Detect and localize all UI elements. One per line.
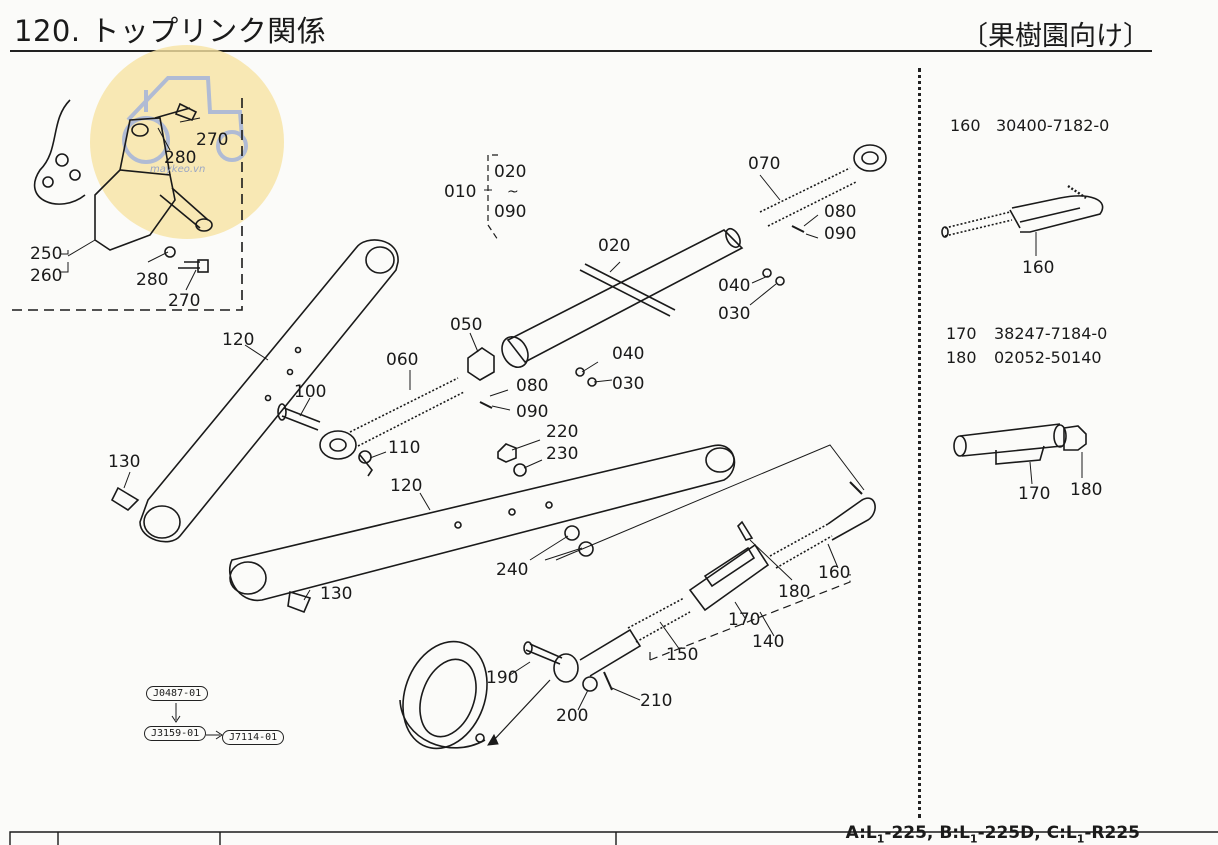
callout-040: 040: [718, 276, 751, 296]
top-link-thread-right: [759, 167, 857, 227]
callout-270: 270: [196, 130, 229, 150]
reference-box: J3159-01: [144, 726, 207, 741]
callout-160: 160: [818, 563, 851, 583]
callout-150: 150: [666, 645, 699, 665]
hitch-ring: [402, 640, 488, 750]
model-c-sub: 1: [1076, 832, 1085, 845]
callout-100: 100: [294, 382, 327, 402]
header-rule: [10, 50, 1152, 52]
callout-280: 280: [136, 270, 169, 290]
model-a-sub: 1: [876, 832, 885, 845]
callout-130: 130: [108, 452, 141, 472]
callout-280: 280: [164, 148, 197, 168]
part-180-number: 180: [946, 348, 977, 367]
model-b-sub: 1: [969, 832, 978, 845]
watermark-text: maykeo.vn: [150, 164, 206, 175]
part-160-number: 160: [950, 116, 981, 135]
callout-060: 060: [386, 350, 419, 370]
part-180-code: 02052-50140: [994, 348, 1102, 367]
callout-240: 240: [496, 560, 529, 580]
footer-table: [9, 831, 1218, 845]
callout-220: 220: [546, 422, 579, 442]
model-a-tail: -225,: [884, 823, 940, 843]
tractor-icon: [122, 76, 248, 164]
callout-090: 090: [516, 402, 549, 422]
part-170-drawing: [959, 423, 1063, 457]
model-a-prefix: A:L: [845, 823, 877, 843]
callout-200: 200: [556, 706, 589, 726]
model-c-tail: -R225: [1084, 823, 1140, 843]
callout-080: 080: [824, 202, 857, 222]
callout-030: 030: [612, 374, 645, 394]
bracket-plate: [94, 169, 176, 251]
page-subtitle: 〔果樹園向け〕: [961, 21, 1150, 52]
callout-030: 030: [718, 304, 751, 324]
callout-130: 130: [320, 584, 353, 604]
model-b-tail: -225D,: [977, 823, 1047, 843]
top-link-thread-left: [349, 377, 465, 447]
part-170-number: 170: [946, 324, 977, 343]
part-160-drawing: [944, 211, 1013, 237]
callout-090: 090: [494, 202, 527, 222]
turnbuckle-thread-upper: [769, 523, 833, 569]
part-170-code: 38247-7184-0: [994, 324, 1108, 343]
model-list: A:L1-225, B:L1-225D, C:L1-R225: [846, 823, 1140, 845]
callout-040: 040: [612, 344, 645, 364]
turnbuckle-thread-lower: [627, 597, 691, 643]
inset-dashed-border: [12, 95, 243, 311]
callout-190: 190: [486, 668, 519, 688]
callout-270: 270: [168, 291, 201, 311]
panel-divider: [918, 68, 921, 818]
callout-010: 010: [444, 182, 477, 202]
lower-link-left: [139, 239, 399, 543]
range-tilde: ~: [507, 184, 519, 200]
callout-260: 260: [30, 266, 63, 286]
callout-140: 140: [752, 632, 785, 652]
callout-210: 210: [640, 691, 673, 711]
lower-link-right: [228, 444, 736, 602]
callout-230: 230: [546, 444, 579, 464]
page-title: 120. トップリンク関係: [14, 14, 327, 48]
reference-box: J0487-01: [146, 686, 209, 701]
callout-250: 250: [30, 244, 63, 264]
model-b-prefix: B:L: [939, 823, 970, 843]
callout-180: 180: [1070, 480, 1103, 500]
callout-180: 180: [778, 582, 811, 602]
callout-120: 120: [222, 330, 255, 350]
callout-080: 080: [516, 376, 549, 396]
callout-110: 110: [388, 438, 421, 458]
model-c-prefix: C:L: [1046, 823, 1077, 843]
callout-170: 170: [728, 610, 761, 630]
callout-020: 020: [494, 162, 527, 182]
top-link-tube: [506, 229, 744, 364]
callout-070: 070: [748, 154, 781, 174]
callout-090: 090: [824, 224, 857, 244]
callout-050: 050: [450, 315, 483, 335]
turnbuckle-body: [688, 543, 770, 612]
watermark-logo: [90, 45, 284, 239]
reference-box: J7114-01: [222, 730, 285, 745]
callout-160: 160: [1022, 258, 1055, 278]
callout-120: 120: [390, 476, 423, 496]
callout-170: 170: [1018, 484, 1051, 504]
pin-shaft: [159, 187, 209, 229]
callout-020: 020: [598, 236, 631, 256]
part-160-code: 30400-7182-0: [996, 116, 1110, 135]
